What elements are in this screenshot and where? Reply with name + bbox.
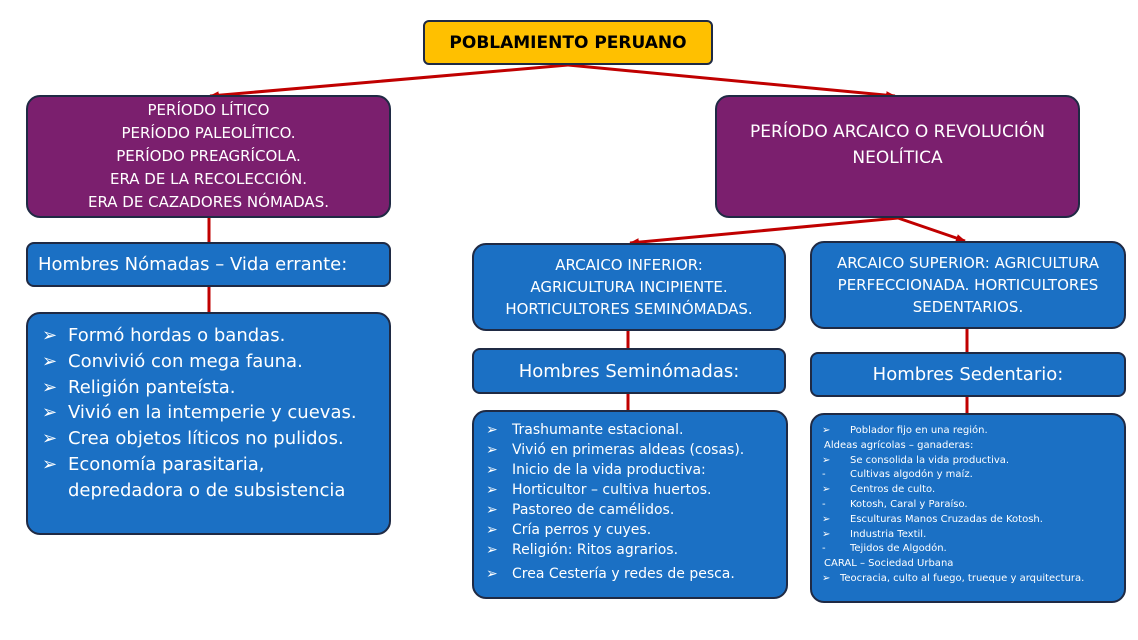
list-item: ➢Inicio de la vida productiva: [486, 462, 706, 478]
arcaico-superior-line: SEDENTARIOS. [912, 298, 1024, 316]
arrow-to-superior [897, 216, 966, 243]
hombres-nomadas-header: Hombres Nómadas – Vida errante: [26, 242, 391, 287]
list-item: ➢Religión panteísta. [42, 375, 381, 401]
list-item: ➢Centros de culto. [822, 483, 1120, 498]
dash-bullet-icon: - [822, 498, 826, 510]
arcaico-inferior-line: AGRICULTURA INCIPIENTE. [530, 278, 728, 296]
arrow-bullet-icon: ➢ [486, 462, 498, 478]
list-item: ➢Se consolida la vida productiva. [822, 454, 1120, 469]
list-item: ➢Cría perros y cuyes. [486, 522, 652, 538]
arrow-bullet-icon: ➢ [42, 376, 58, 398]
periodo-litico-line: PERÍODO LÍTICO [147, 101, 270, 119]
list-item: -Kotosh, Caral y Paraíso. [822, 498, 1120, 513]
arrow-bullet-icon: ➢ [42, 350, 58, 372]
arcaico-superior-box: ARCAICO SUPERIOR: AGRICULTURA PERFECCION… [810, 241, 1126, 329]
arrow-bullet-icon: ➢ [822, 513, 831, 525]
list-item: ➢Esculturas Manos Cruzadas de Kotosh. [822, 513, 1120, 528]
list-item: ➢Pastoreo de camélidos. [486, 502, 675, 518]
arrow-to-inferior [629, 216, 899, 247]
hombres-seminomadas-header: Hombres Seminómadas: [472, 348, 786, 394]
sedentario-items-box: ➢Poblador fijo en una región. Aldeas agr… [810, 413, 1126, 603]
arrow-bullet-icon: ➢ [822, 425, 831, 436]
arrow-bullet-icon: ➢ [486, 542, 498, 558]
seminomadas-bullets-box: ➢Trashumante estacional. ➢Vivió en prime… [472, 410, 788, 599]
arrow-bullet-icon: ➢ [486, 422, 498, 438]
arrow-bullet-icon: ➢ [486, 566, 498, 582]
arrow-bullet-icon: ➢ [486, 522, 498, 538]
periodo-arcaico-box: PERÍODO ARCAICO O REVOLUCIÓN NEOLÍTICA [715, 95, 1080, 218]
list-item: ➢Trashumante estacional. [486, 422, 684, 438]
arcaico-inferior-line: ARCAICO INFERIOR: [555, 256, 703, 274]
dash-bullet-icon: - [822, 543, 826, 555]
periodo-litico-line: ERA DE LA RECOLECCIÓN. [109, 170, 308, 188]
list-item: ➢Vivió en primeras aldeas (cosas). [486, 442, 745, 458]
dash-bullet-icon: - [822, 469, 826, 481]
nomadas-bullets-box: ➢Formó hordas o bandas. ➢Convivió con me… [26, 312, 391, 535]
arrow-bullet-icon: ➢ [486, 502, 498, 518]
periodo-litico-line: PERÍODO PALEOLÍTICO. [121, 124, 296, 142]
arrow-bullet-icon: ➢ [486, 442, 498, 458]
arrow-bullet-icon: ➢ [42, 402, 58, 424]
list-item: ➢Industria Textil. [822, 528, 1120, 543]
arcaico-inferior-box: ARCAICO INFERIOR: AGRICULTURA INCIPIENTE… [472, 243, 786, 331]
periodo-litico-line: ERA DE CAZADORES NÓMADAS. [87, 193, 329, 211]
arrow-bullet-icon: ➢ [42, 325, 58, 346]
diagram-title: POBLAMIENTO PERUANO [423, 20, 713, 65]
list-item: ➢Vivió en la intemperie y cuevas. [42, 400, 381, 426]
list-item: CARAL – Sociedad Urbana [824, 558, 954, 570]
periodo-arcaico-line: NEOLÍTICA [852, 148, 943, 168]
arrow-bullet-icon: ➢ [822, 484, 831, 496]
arcaico-superior-line: PERFECCIONADA. HORTICULTORES [837, 276, 1099, 294]
list-item: ➢Crea Cestería y redes de pesca. [486, 566, 735, 582]
list-item: Aldeas agrícolas – ganaderas: [824, 439, 974, 451]
list-item: -Cultivas algodón y maíz. [822, 468, 1120, 483]
list-item: ➢Convivió con mega fauna. [42, 349, 381, 375]
list-item: ➢Economía parasitaria, depredadora o de … [42, 453, 346, 501]
periodo-litico-box: PERÍODO LÍTICO PERÍODO PALEOLÍTICO. PERÍ… [26, 95, 391, 218]
arrow-to-arcaico [567, 63, 896, 100]
arrow-bullet-icon: ➢ [42, 428, 58, 450]
arrow-to-litico [209, 63, 569, 100]
list-item: ➢Horticultor – cultiva huertos. [486, 482, 712, 498]
arrow-bullet-icon: ➢ [822, 572, 831, 584]
periodo-litico-line: PERÍODO PREAGRÍCOLA. [116, 147, 301, 165]
list-item: ➢Religión: Ritos agrarios. [486, 542, 679, 558]
list-item: ➢Teocracia, culto al fuego, trueque y ar… [822, 572, 1120, 587]
arrow-bullet-icon: ➢ [486, 482, 498, 498]
arrow-bullet-icon: ➢ [822, 528, 831, 540]
list-item: ➢Crea objetos líticos no pulidos. [42, 426, 381, 452]
list-item: -Tejidos de Algodón. [822, 542, 1120, 557]
arcaico-superior-line: ARCAICO SUPERIOR: AGRICULTURA [836, 254, 1100, 272]
arrow-bullet-icon: ➢ [42, 453, 58, 475]
list-item: ➢Poblador fijo en una región. [822, 424, 1120, 439]
list-item: ➢Formó hordas o bandas. [42, 323, 381, 349]
arcaico-inferior-line: HORTICULTORES SEMINÓMADAS. [505, 300, 753, 318]
arrow-bullet-icon: ➢ [822, 454, 831, 466]
hombres-sedentario-header: Hombres Sedentario: [810, 352, 1126, 397]
periodo-arcaico-line: PERÍODO ARCAICO O REVOLUCIÓN [750, 122, 1045, 142]
